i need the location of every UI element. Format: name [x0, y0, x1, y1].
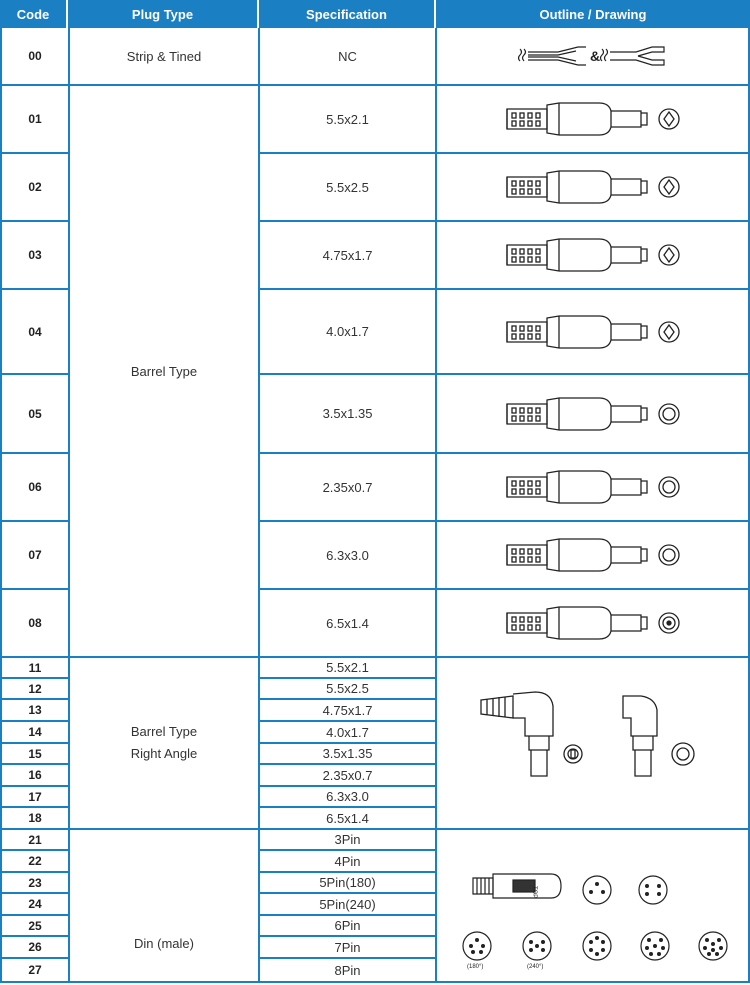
barrel-plug-drawing — [505, 102, 680, 136]
code-04: 04 — [0, 290, 70, 375]
din-top-label: TOP — [531, 886, 537, 898]
barrel-plug-drawing — [505, 470, 680, 504]
spec-00: NC — [260, 28, 437, 86]
drawing-strip-tined: & — [437, 28, 750, 86]
spec-13: 4.75x1.7 — [260, 700, 437, 722]
code-18: 18 — [0, 808, 70, 830]
drawing-06 — [437, 454, 750, 522]
spec-25: 6Pin — [260, 916, 437, 937]
plug-type-din: Din (male) — [70, 830, 260, 983]
spec-07: 6.3x3.0 — [260, 522, 437, 590]
spec-14: 4.0x1.7 — [260, 722, 437, 744]
barrel-plug-drawing — [505, 170, 680, 204]
spec-27: 8Pin — [260, 959, 437, 983]
plug-type-barrel: Barrel Type — [70, 86, 260, 658]
din-240-label: (240°) — [527, 964, 543, 970]
drawing-02 — [437, 154, 750, 222]
barrel-plug-drawing — [505, 238, 680, 272]
code-17: 17 — [0, 787, 70, 808]
plug-type-right-angle-line1: Barrel Type — [130, 724, 198, 739]
code-24: 24 — [0, 894, 70, 916]
header-drawing: Outline / Drawing — [436, 0, 750, 28]
plug-type-strip: Strip & Tined — [70, 28, 260, 86]
spec-02: 5.5x2.5 — [260, 154, 437, 222]
header-code: Code — [0, 0, 68, 28]
barrel-plug-drawing — [505, 314, 680, 349]
spec-03: 4.75x1.7 — [260, 222, 437, 290]
plug-type-right-angle-line2: Right Angle — [130, 746, 198, 761]
spec-18: 6.5x1.4 — [260, 808, 437, 830]
spec-12: 5.5x2.5 — [260, 679, 437, 700]
spec-17: 6.3x3.0 — [260, 787, 437, 808]
spec-05: 3.5x1.35 — [260, 375, 437, 454]
spec-11: 5.5x2.1 — [260, 658, 437, 679]
code-02: 02 — [0, 154, 70, 222]
code-27: 27 — [0, 959, 70, 983]
drawing-01 — [437, 86, 750, 154]
spec-16: 2.35x0.7 — [260, 765, 437, 787]
code-15: 15 — [0, 744, 70, 765]
right-angle-plug-drawing — [479, 691, 695, 777]
code-13: 13 — [0, 700, 70, 722]
barrel-plug-drawing — [505, 396, 680, 431]
drawing-03 — [437, 222, 750, 290]
spec-23: 5Pin(180) — [260, 873, 437, 894]
drawing-05 — [437, 375, 750, 454]
spec-06: 2.35x0.7 — [260, 454, 437, 522]
code-14: 14 — [0, 722, 70, 744]
din-connector-drawing: TOP (180°) (240°) — [461, 872, 728, 970]
spec-15: 3.5x1.35 — [260, 744, 437, 765]
code-22: 22 — [0, 851, 70, 873]
code-07: 07 — [0, 522, 70, 590]
code-00: 00 — [0, 28, 70, 86]
spec-04: 4.0x1.7 — [260, 290, 437, 375]
spec-22: 4Pin — [260, 851, 437, 873]
header-plug-type: Plug Type — [68, 0, 259, 28]
ampersand-label: & — [590, 48, 600, 64]
header-specification: Specification — [259, 0, 436, 28]
strip-wire-drawing: & — [517, 46, 665, 66]
din-180-label: (180°) — [467, 964, 483, 970]
spec-24: 5Pin(240) — [260, 894, 437, 916]
code-08: 08 — [0, 590, 70, 658]
code-06: 06 — [0, 454, 70, 522]
code-25: 25 — [0, 916, 70, 937]
code-23: 23 — [0, 873, 70, 894]
drawing-din: TOP (180°) (240°) — [437, 830, 750, 983]
code-11: 11 — [0, 658, 70, 679]
barrel-plug-drawing — [505, 606, 680, 640]
plug-type-right-angle: Barrel Type Right Angle — [70, 658, 260, 830]
code-26: 26 — [0, 937, 70, 959]
code-21: 21 — [0, 830, 70, 851]
drawing-04 — [437, 290, 750, 375]
spec-08: 6.5x1.4 — [260, 590, 437, 658]
code-03: 03 — [0, 222, 70, 290]
drawing-07 — [437, 522, 750, 590]
code-12: 12 — [0, 679, 70, 700]
drawing-right-angle — [437, 658, 750, 830]
spec-01: 5.5x2.1 — [260, 86, 437, 154]
barrel-plug-drawing — [505, 538, 680, 572]
code-05: 05 — [0, 375, 70, 454]
spec-21: 3Pin — [260, 830, 437, 851]
spec-26: 7Pin — [260, 937, 437, 959]
drawing-08 — [437, 590, 750, 658]
code-16: 16 — [0, 765, 70, 787]
code-01: 01 — [0, 86, 70, 154]
